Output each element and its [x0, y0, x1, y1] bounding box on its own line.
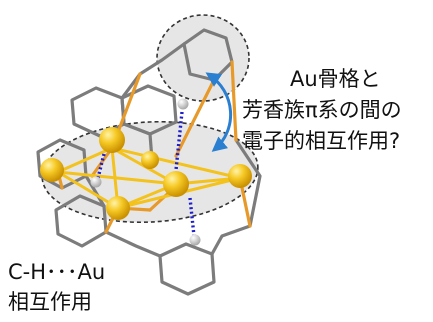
- gold-atom: [99, 127, 125, 153]
- hydrogen-atom: [90, 176, 102, 188]
- gold-atom: [40, 158, 64, 182]
- annotation-right-line1: Au骨格と: [290, 67, 381, 91]
- gold-atom: [141, 151, 159, 169]
- annotation-left-line1: C-H･･･Au: [8, 260, 105, 284]
- annotation-right-line3: 電子的相互作用?: [242, 129, 400, 153]
- interaction-arrow: [205, 72, 233, 152]
- annotation-left-line2: 相互作用: [8, 290, 92, 314]
- annotation-right-line2: 芳香族π系の間の: [242, 98, 402, 122]
- hydrogen-atom: [189, 234, 201, 246]
- gold-atom: [106, 196, 130, 220]
- interaction-dashes: [96, 111, 196, 237]
- hydrogen-atom: [177, 98, 189, 110]
- top-ring-highlight: [156, 14, 250, 102]
- gold-cluster-highlight: [41, 120, 259, 224]
- gold-atom: [228, 164, 252, 188]
- gold-atom: [163, 171, 189, 197]
